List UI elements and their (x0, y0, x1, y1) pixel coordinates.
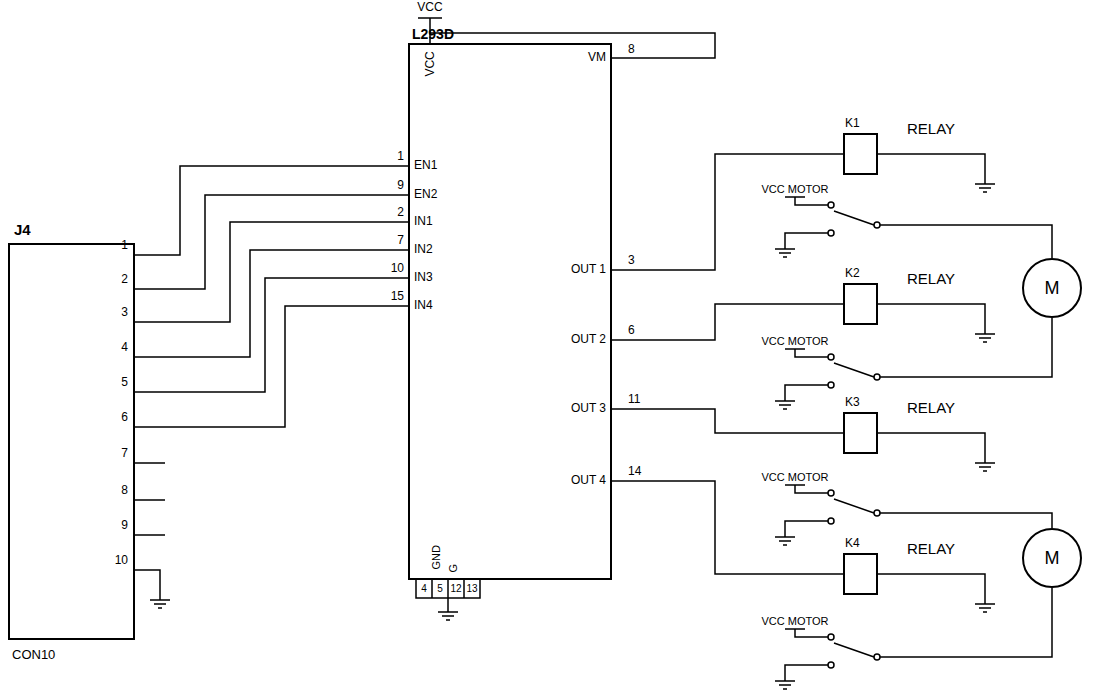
relay-switch (775, 197, 880, 257)
pin-number: 4 (121, 341, 128, 355)
signal-wire (612, 154, 843, 270)
supply-label: VCC MOTOR (761, 615, 828, 628)
connector-type: CON10 (12, 648, 55, 663)
relay-switch (775, 485, 880, 545)
pin-name: VCC (424, 51, 438, 76)
pin-name: VM (588, 51, 606, 65)
pin-number: 7 (397, 234, 404, 248)
signal-wire (135, 306, 408, 427)
pin-number: 3 (121, 306, 128, 320)
signal-wire (612, 481, 843, 574)
pin-number: 3 (628, 254, 635, 268)
relay-label: RELAY (907, 540, 955, 557)
relay-switch (775, 349, 880, 409)
ic-body: L293D (408, 43, 612, 580)
relay-name: K1 (845, 117, 860, 131)
relay-coil: K2RELAY (843, 283, 878, 325)
signal-wire (135, 195, 408, 289)
relay-name: K4 (845, 537, 860, 551)
ground-symbol (975, 334, 995, 342)
relay-coil: K1RELAY (843, 133, 878, 175)
signal-wire (135, 222, 408, 322)
pin-number: 6 (628, 324, 635, 338)
pin-number: 2 (121, 273, 128, 287)
pin-name: EN1 (414, 159, 437, 173)
signal-wire (135, 278, 408, 392)
supply-label: VCC MOTOR (761, 335, 828, 348)
pin-name: OUT 1 (571, 263, 606, 277)
motor-label: M (1045, 278, 1060, 299)
pin-number: 9 (397, 179, 404, 193)
connector-body: J4CON10 (8, 243, 135, 640)
motor-label: M (1045, 548, 1060, 569)
wire (135, 18, 1052, 657)
ground-symbol (150, 600, 170, 608)
pin-number: 4 (421, 583, 427, 595)
relay-coil: K3RELAY (843, 412, 878, 454)
signal-wire (135, 250, 408, 357)
pin-number: 9 (121, 519, 128, 533)
relay-name: K2 (845, 267, 860, 281)
connector-pins (135, 463, 165, 600)
pin-number: 8 (628, 43, 635, 57)
connector-name: J4 (14, 221, 31, 238)
pin-name: IN2 (414, 243, 433, 257)
ground-symbol (438, 612, 458, 620)
pin-name: OUT 3 (571, 402, 606, 416)
signal-wire (135, 166, 408, 255)
supply-label: VCC MOTOR (761, 183, 828, 196)
pin-name: GND (430, 545, 443, 569)
power-label: VCC (417, 1, 442, 15)
pin-name: EN2 (414, 188, 437, 202)
relay-label: RELAY (907, 270, 955, 287)
pin-number: 15 (391, 290, 404, 304)
pin-name: IN1 (414, 215, 433, 229)
relay-coil: K4RELAY (843, 553, 878, 595)
pin-number: 11 (628, 393, 640, 407)
pin-number: 10 (391, 262, 404, 276)
pin-number: 14 (628, 465, 641, 479)
ground-symbol (975, 463, 995, 471)
pin-number: 12 (450, 583, 461, 595)
pin-name: OUT 4 (571, 474, 606, 488)
ground-symbol (975, 604, 995, 612)
pin-number: 1 (397, 150, 404, 164)
pin-number: 5 (437, 583, 443, 595)
pin-number: 5 (121, 376, 128, 390)
pin-number: 6 (121, 411, 128, 425)
ground-symbol (975, 184, 995, 192)
signal-wire (612, 304, 843, 340)
pin-number: 7 (121, 447, 128, 461)
pin-number: 1 (121, 239, 128, 253)
relay-label: RELAY (907, 399, 955, 416)
signal-wire (612, 409, 843, 433)
pin-name: G (447, 564, 460, 573)
pin-name: IN4 (414, 299, 433, 313)
relay-name: K3 (845, 396, 860, 410)
motor-symbol: M (1022, 528, 1082, 588)
relay-label: RELAY (907, 120, 955, 137)
ic-name: L293D (412, 26, 454, 42)
pin-name: OUT 2 (571, 333, 606, 347)
ground-pins (416, 580, 480, 612)
pin-number: 10 (115, 554, 128, 568)
supply-label: VCC MOTOR (761, 471, 828, 484)
pin-number: 8 (121, 484, 128, 498)
coil-ground-wire (878, 154, 985, 604)
relay-switch (775, 629, 880, 689)
motor-symbol: M (1022, 258, 1082, 318)
pin-number: 2 (397, 206, 404, 220)
pin-name: IN3 (414, 271, 433, 285)
pin-number: 13 (466, 583, 477, 595)
